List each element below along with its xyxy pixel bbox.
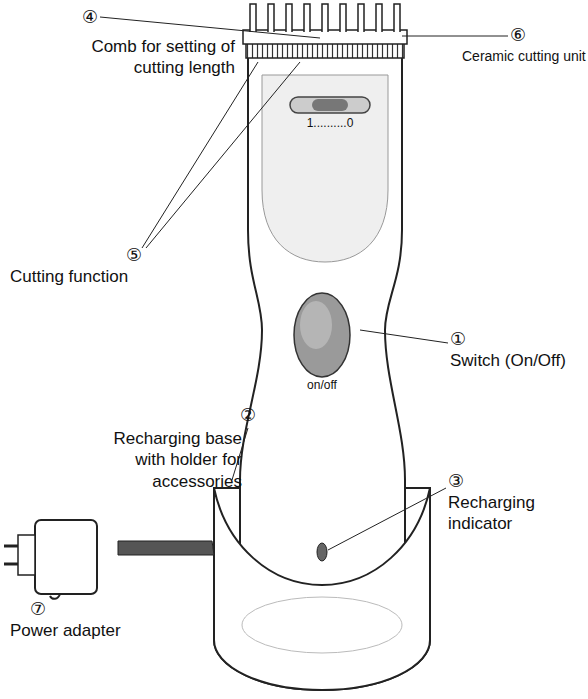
leader-lines: [100, 17, 508, 550]
part-label: Switch (On/Off): [450, 350, 566, 371]
base-front: [214, 488, 430, 690]
part-label: Ceramic cutting unit: [462, 48, 586, 66]
part-label: Comb for setting of cutting length: [55, 36, 235, 79]
on-off-switch: [294, 293, 350, 377]
power-adapter: [35, 520, 97, 594]
callout-number: ⑤: [126, 244, 142, 267]
front-panel: [262, 75, 388, 262]
callout-number: ②: [240, 404, 256, 427]
plug-pin: [4, 545, 18, 548]
callout-number: ④: [82, 6, 98, 29]
slider-knob: [312, 99, 348, 111]
part-label: Cutting function: [10, 266, 128, 287]
cable-plug: [118, 541, 214, 555]
clipper-body: [240, 50, 405, 600]
part-label: Recharging base with holder for accessor…: [100, 428, 242, 492]
callout-number: ⑥: [510, 24, 526, 47]
callout-number: ①: [450, 328, 466, 351]
length-slider: [290, 97, 370, 113]
comb: [243, 30, 407, 44]
base-rim: [242, 597, 402, 653]
recharging-indicator: [317, 543, 327, 561]
switch-highlight: [300, 301, 332, 349]
adapter-cable: [50, 594, 60, 599]
part-label: Power adapter: [10, 620, 121, 641]
callout-number: ⑦: [30, 598, 46, 621]
switch-marking: on/off: [292, 378, 352, 393]
plug-pin: [4, 563, 18, 566]
adapter-plug: [18, 535, 35, 575]
callout-number: ③: [448, 470, 464, 493]
comb-teeth: [250, 4, 400, 32]
scale-marking: 1..........0: [280, 116, 380, 131]
part-label: Recharging indicator: [448, 492, 568, 535]
